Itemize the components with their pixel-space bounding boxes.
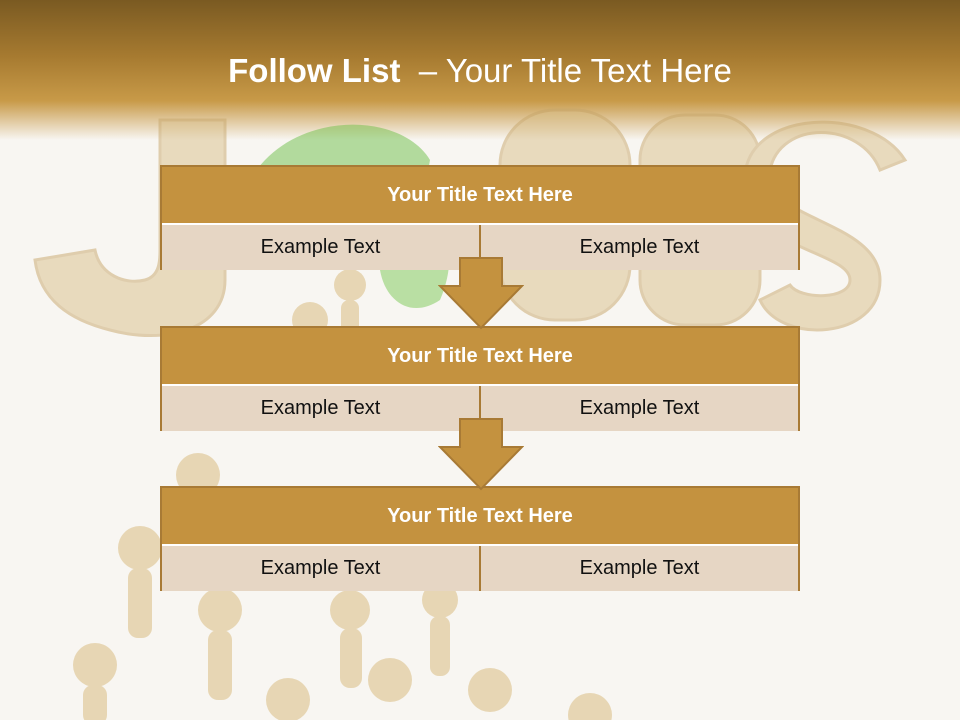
list-block-2: Your Title Text Here Example Text Exampl… <box>160 326 800 431</box>
block-cell-left: Example Text <box>162 546 479 591</box>
slide-title: Follow List – Your Title Text Here <box>0 52 960 90</box>
block-title: Your Title Text Here <box>162 328 798 386</box>
list-block-1: Your Title Text Here Example Text Exampl… <box>160 165 800 270</box>
list-block-3: Your Title Text Here Example Text Exampl… <box>160 486 800 591</box>
block-cell-left: Example Text <box>162 225 479 270</box>
slide-title-rest: – Your Title Text Here <box>400 52 732 89</box>
down-arrow-icon <box>438 257 524 330</box>
block-title: Your Title Text Here <box>162 167 798 225</box>
block-cell-right: Example Text <box>479 546 798 591</box>
block-title: Your Title Text Here <box>162 488 798 546</box>
block-cell-left: Example Text <box>162 386 479 431</box>
down-arrow-icon <box>438 418 524 491</box>
block-cell-right: Example Text <box>479 225 798 270</box>
slide-title-bold: Follow List <box>228 52 401 89</box>
block-cell-right: Example Text <box>479 386 798 431</box>
header-band <box>0 0 960 140</box>
